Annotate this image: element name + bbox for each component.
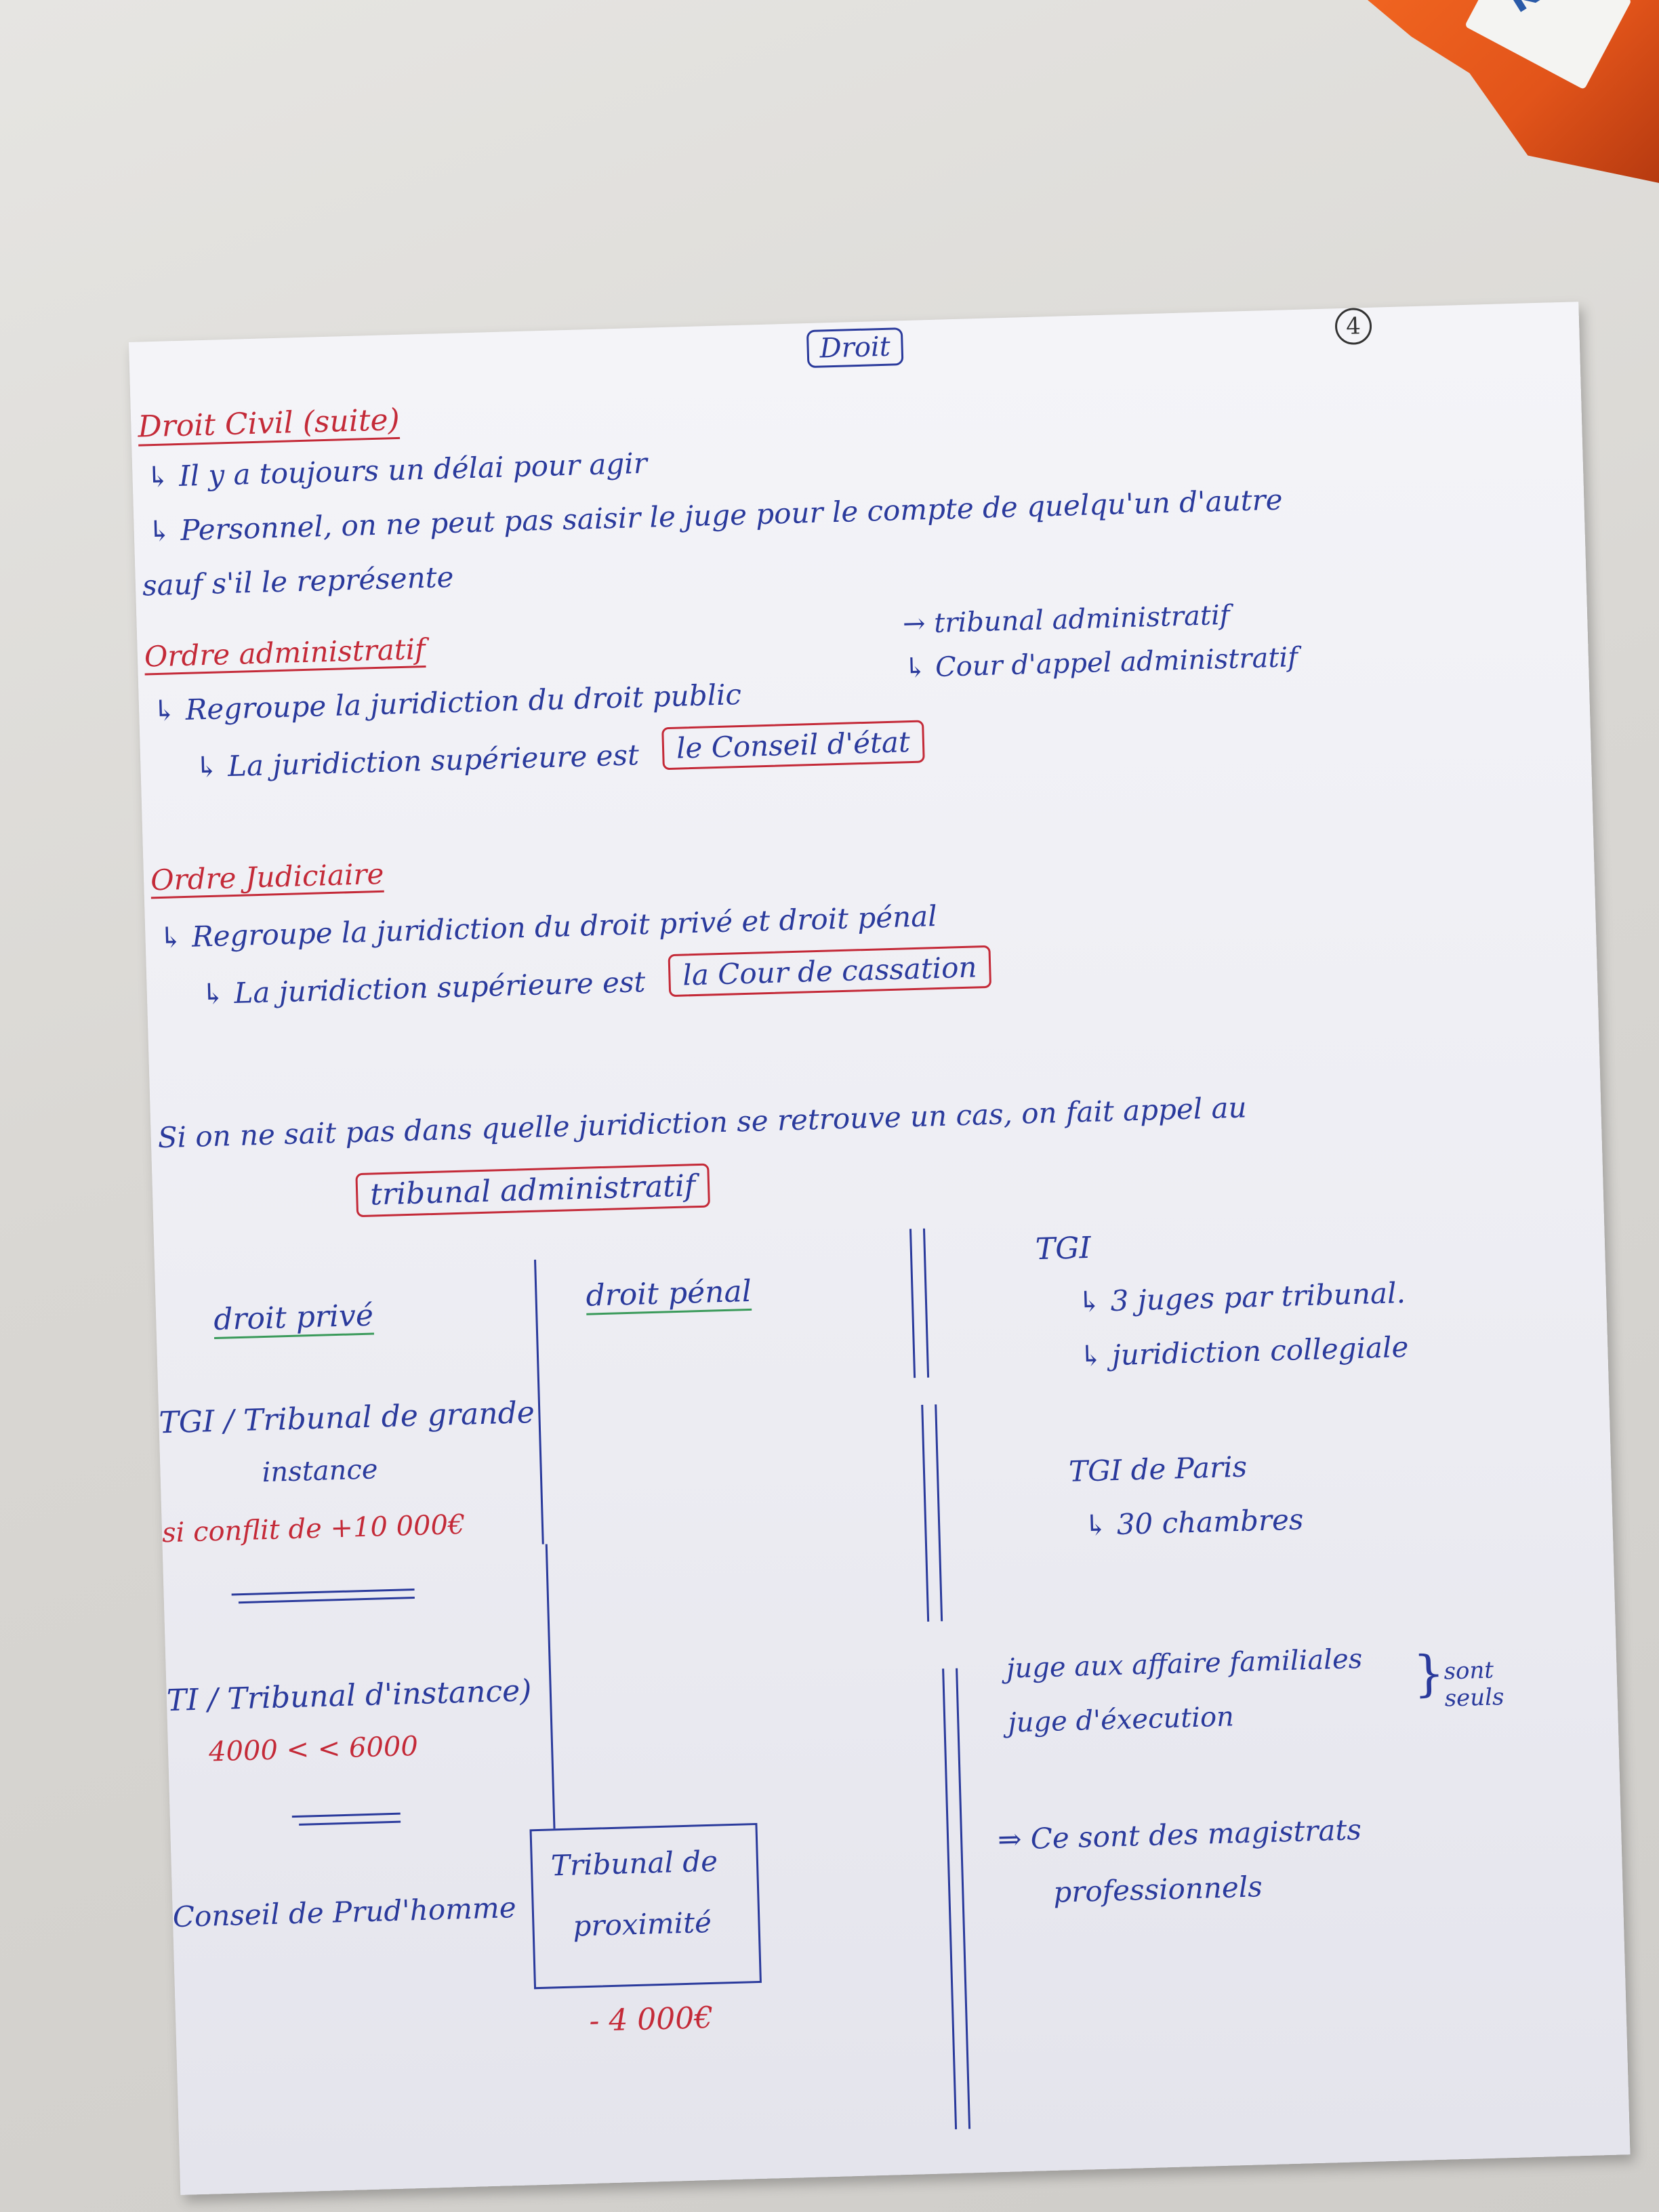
judiciaire-line-1: ↳ Regroupe la juridiction du droit privé… — [158, 899, 938, 955]
separator-2a — [291, 1812, 401, 1818]
admin-line-1: ↳ Regroupe la juridiction du droit publi… — [152, 677, 742, 728]
tgi-condition: si conflit de +10 000€ — [161, 1509, 466, 1549]
prudhomme-label: Conseil de Prud'homme — [172, 1890, 517, 1934]
appel-line: Si on ne sait pas dans quelle juridictio… — [157, 1090, 1248, 1155]
notebook-page: Droit 4 Droit Civil (suite) ↳ Il y a tou… — [129, 302, 1631, 2195]
right-paris: TGI de Paris — [1068, 1450, 1248, 1488]
civil-line-2: ↳ Personnel, on ne peut pas saisir le ju… — [147, 483, 1284, 548]
judiciaire-line-2: ↳ La juridiction supérieure est — [201, 965, 646, 1011]
divider-right-1a — [909, 1229, 916, 1378]
tribunal-admin-box: tribunal administratif — [355, 1163, 711, 1218]
cour-cassation-box: la Cour de cassation — [668, 945, 992, 998]
separator-1a — [231, 1588, 415, 1596]
ti-label: TI / Tribunal d'instance) — [166, 1673, 532, 1719]
right-tgi-line-2: ↳ juridiction collegiale — [1078, 1330, 1409, 1373]
right-tgi: TGI — [1035, 1230, 1092, 1267]
divider-right-2b — [935, 1404, 943, 1622]
admin-side-2: ↳ Cour d'appel administratif — [903, 642, 1298, 684]
right-jex: juge d'éxecution — [1007, 1701, 1235, 1739]
conseil-etat-box: le Conseil d'état — [661, 720, 925, 771]
proximite-line-1: Tribunal de — [550, 1844, 718, 1883]
ti-range: 4000 < < 6000 — [208, 1730, 419, 1768]
admin-heading: Ordre administratif — [144, 632, 426, 676]
tgi-label: TGI / Tribunal de grande — [158, 1395, 535, 1441]
right-magistrats-1: ⇒ Ce sont des magistrats — [997, 1813, 1362, 1857]
civil-heading: Droit Civil (suite) — [137, 402, 401, 447]
separator-2b — [299, 1820, 401, 1826]
admin-side-1: → tribunal administratif — [902, 599, 1231, 640]
admin-line-2: ↳ La juridiction supérieure est — [194, 738, 640, 784]
civil-line-3: sauf s'il le représente — [142, 560, 454, 602]
divider-right-3a — [942, 1668, 958, 2129]
judiciaire-heading: Ordre Judiciaire — [150, 857, 385, 899]
col-droit-prive-header: droit privé — [213, 1298, 374, 1340]
separator-1b — [238, 1596, 415, 1604]
divider-left-lower — [545, 1544, 556, 1829]
divider-right-2a — [921, 1404, 930, 1622]
divider-right-3b — [956, 1668, 971, 2129]
right-magistrats-2: professionnels — [1052, 1870, 1263, 1909]
page-number: 4 — [1334, 307, 1372, 346]
tgi-label-cont: instance — [262, 1454, 379, 1489]
right-seuls: sont seuls — [1443, 1656, 1504, 1713]
col-droit-penal-header: droit pénal — [585, 1273, 752, 1315]
proximite-line-2: proximité — [572, 1905, 712, 1943]
proximite-amount: - 4 000€ — [588, 2000, 714, 2039]
right-jaf: juge aux affaire familiales — [1006, 1643, 1363, 1685]
divider-left-upper — [534, 1259, 544, 1544]
right-brace: } — [1412, 1644, 1446, 1702]
right-paris-line-1: ↳ 30 chambres — [1083, 1502, 1305, 1542]
divider-right-1b — [922, 1228, 930, 1378]
civil-line-1: ↳ Il y a toujours un délai pour agir — [145, 446, 648, 494]
right-tgi-line-1: ↳ 3 juges par tribunal. — [1077, 1275, 1406, 1319]
page-title: Droit — [806, 327, 904, 369]
candy-box-logo: Ki — [1500, 0, 1557, 21]
